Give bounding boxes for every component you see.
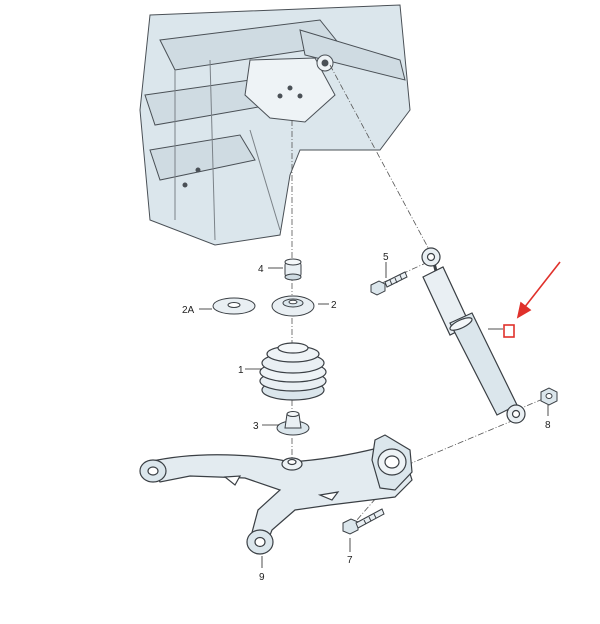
part-4-bump-stop [284, 258, 302, 281]
callout-9: 9 [259, 572, 265, 583]
part-5-bolt [370, 271, 408, 296]
part-2a-washer [212, 297, 256, 315]
callout-8: 8 [545, 420, 551, 431]
part-8-nut [540, 387, 558, 406]
callout-5: 5 [383, 252, 389, 263]
callout-3: 3 [253, 421, 259, 432]
part-3-spring-seat [276, 411, 310, 436]
vehicle-body-frame [139, 4, 411, 246]
part-2-spring-pad [271, 295, 315, 317]
callout-2a: 2A [182, 305, 195, 316]
callout-leaders [199, 262, 549, 568]
callout-7: 7 [347, 555, 353, 566]
callout-2: 2 [331, 300, 337, 311]
callout-4: 4 [258, 264, 264, 275]
shock-absorber [421, 247, 526, 424]
callout-1: 1 [238, 365, 244, 376]
highlight-box [503, 324, 515, 338]
part-1-coil-spring [259, 342, 327, 401]
part-9-trailing-arm [139, 434, 413, 555]
red-arrow-icon [516, 261, 561, 319]
part-7-bolt [342, 508, 385, 535]
